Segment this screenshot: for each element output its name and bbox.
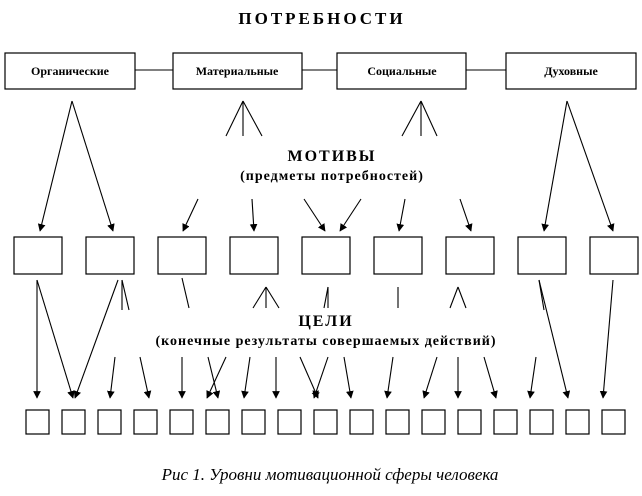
motives-heading: МОТИВЫ [287,148,376,165]
goal-box [493,409,518,435]
goal-box [97,409,122,435]
need-box-spiritual: Духовные [505,52,637,90]
goal-box [205,409,230,435]
need-label-material: Материальные [196,64,279,78]
need-box-material: Материальные [172,52,303,90]
need-label-social: Социальные [367,64,437,78]
goal-box [421,409,446,435]
motive-box [229,236,279,275]
motive-box [445,236,495,275]
need-box-social: Социальные [336,52,467,90]
goal-box [601,409,626,435]
motive-box [157,236,207,275]
goal-box [313,409,338,435]
goal-box [133,409,158,435]
motive-to-goal-links [33,277,614,399]
motive-box [373,236,423,275]
motive-box [301,236,351,275]
need-label-spiritual: Духовные [544,64,598,78]
motive-box [85,236,135,275]
goal-box [529,409,554,435]
goal-box [169,409,194,435]
motive-box [589,236,639,275]
figure-caption: Рис 1. Уровни мотивационной сферы челове… [161,465,499,484]
need-label-organic: Органические [31,64,110,78]
goals-row [25,409,626,435]
need-box-organic: Органические [4,52,136,90]
goals-subheading: (конечные результаты совершаемых действи… [155,334,496,349]
label-to-motive-arrows [182,198,473,232]
needs-row: Органические Материальные Социальные Дух… [4,52,637,90]
goal-box [25,409,50,435]
goal-box [457,409,482,435]
diagram-title: ПОТРЕБНОСТИ [238,9,405,28]
goal-box [385,409,410,435]
motive-box [13,236,63,275]
motive-box [517,236,567,275]
goals-heading: ЦЕЛИ [298,313,353,330]
goal-box [277,409,302,435]
goal-box [241,409,266,435]
goal-box [61,409,86,435]
motives-row [13,236,639,275]
motives-subheading: (предметы потребностей) [240,169,424,184]
label-to-goal-arrows [107,356,537,399]
goal-box [565,409,590,435]
goal-box [349,409,374,435]
need-to-motive-arrows [37,100,615,232]
